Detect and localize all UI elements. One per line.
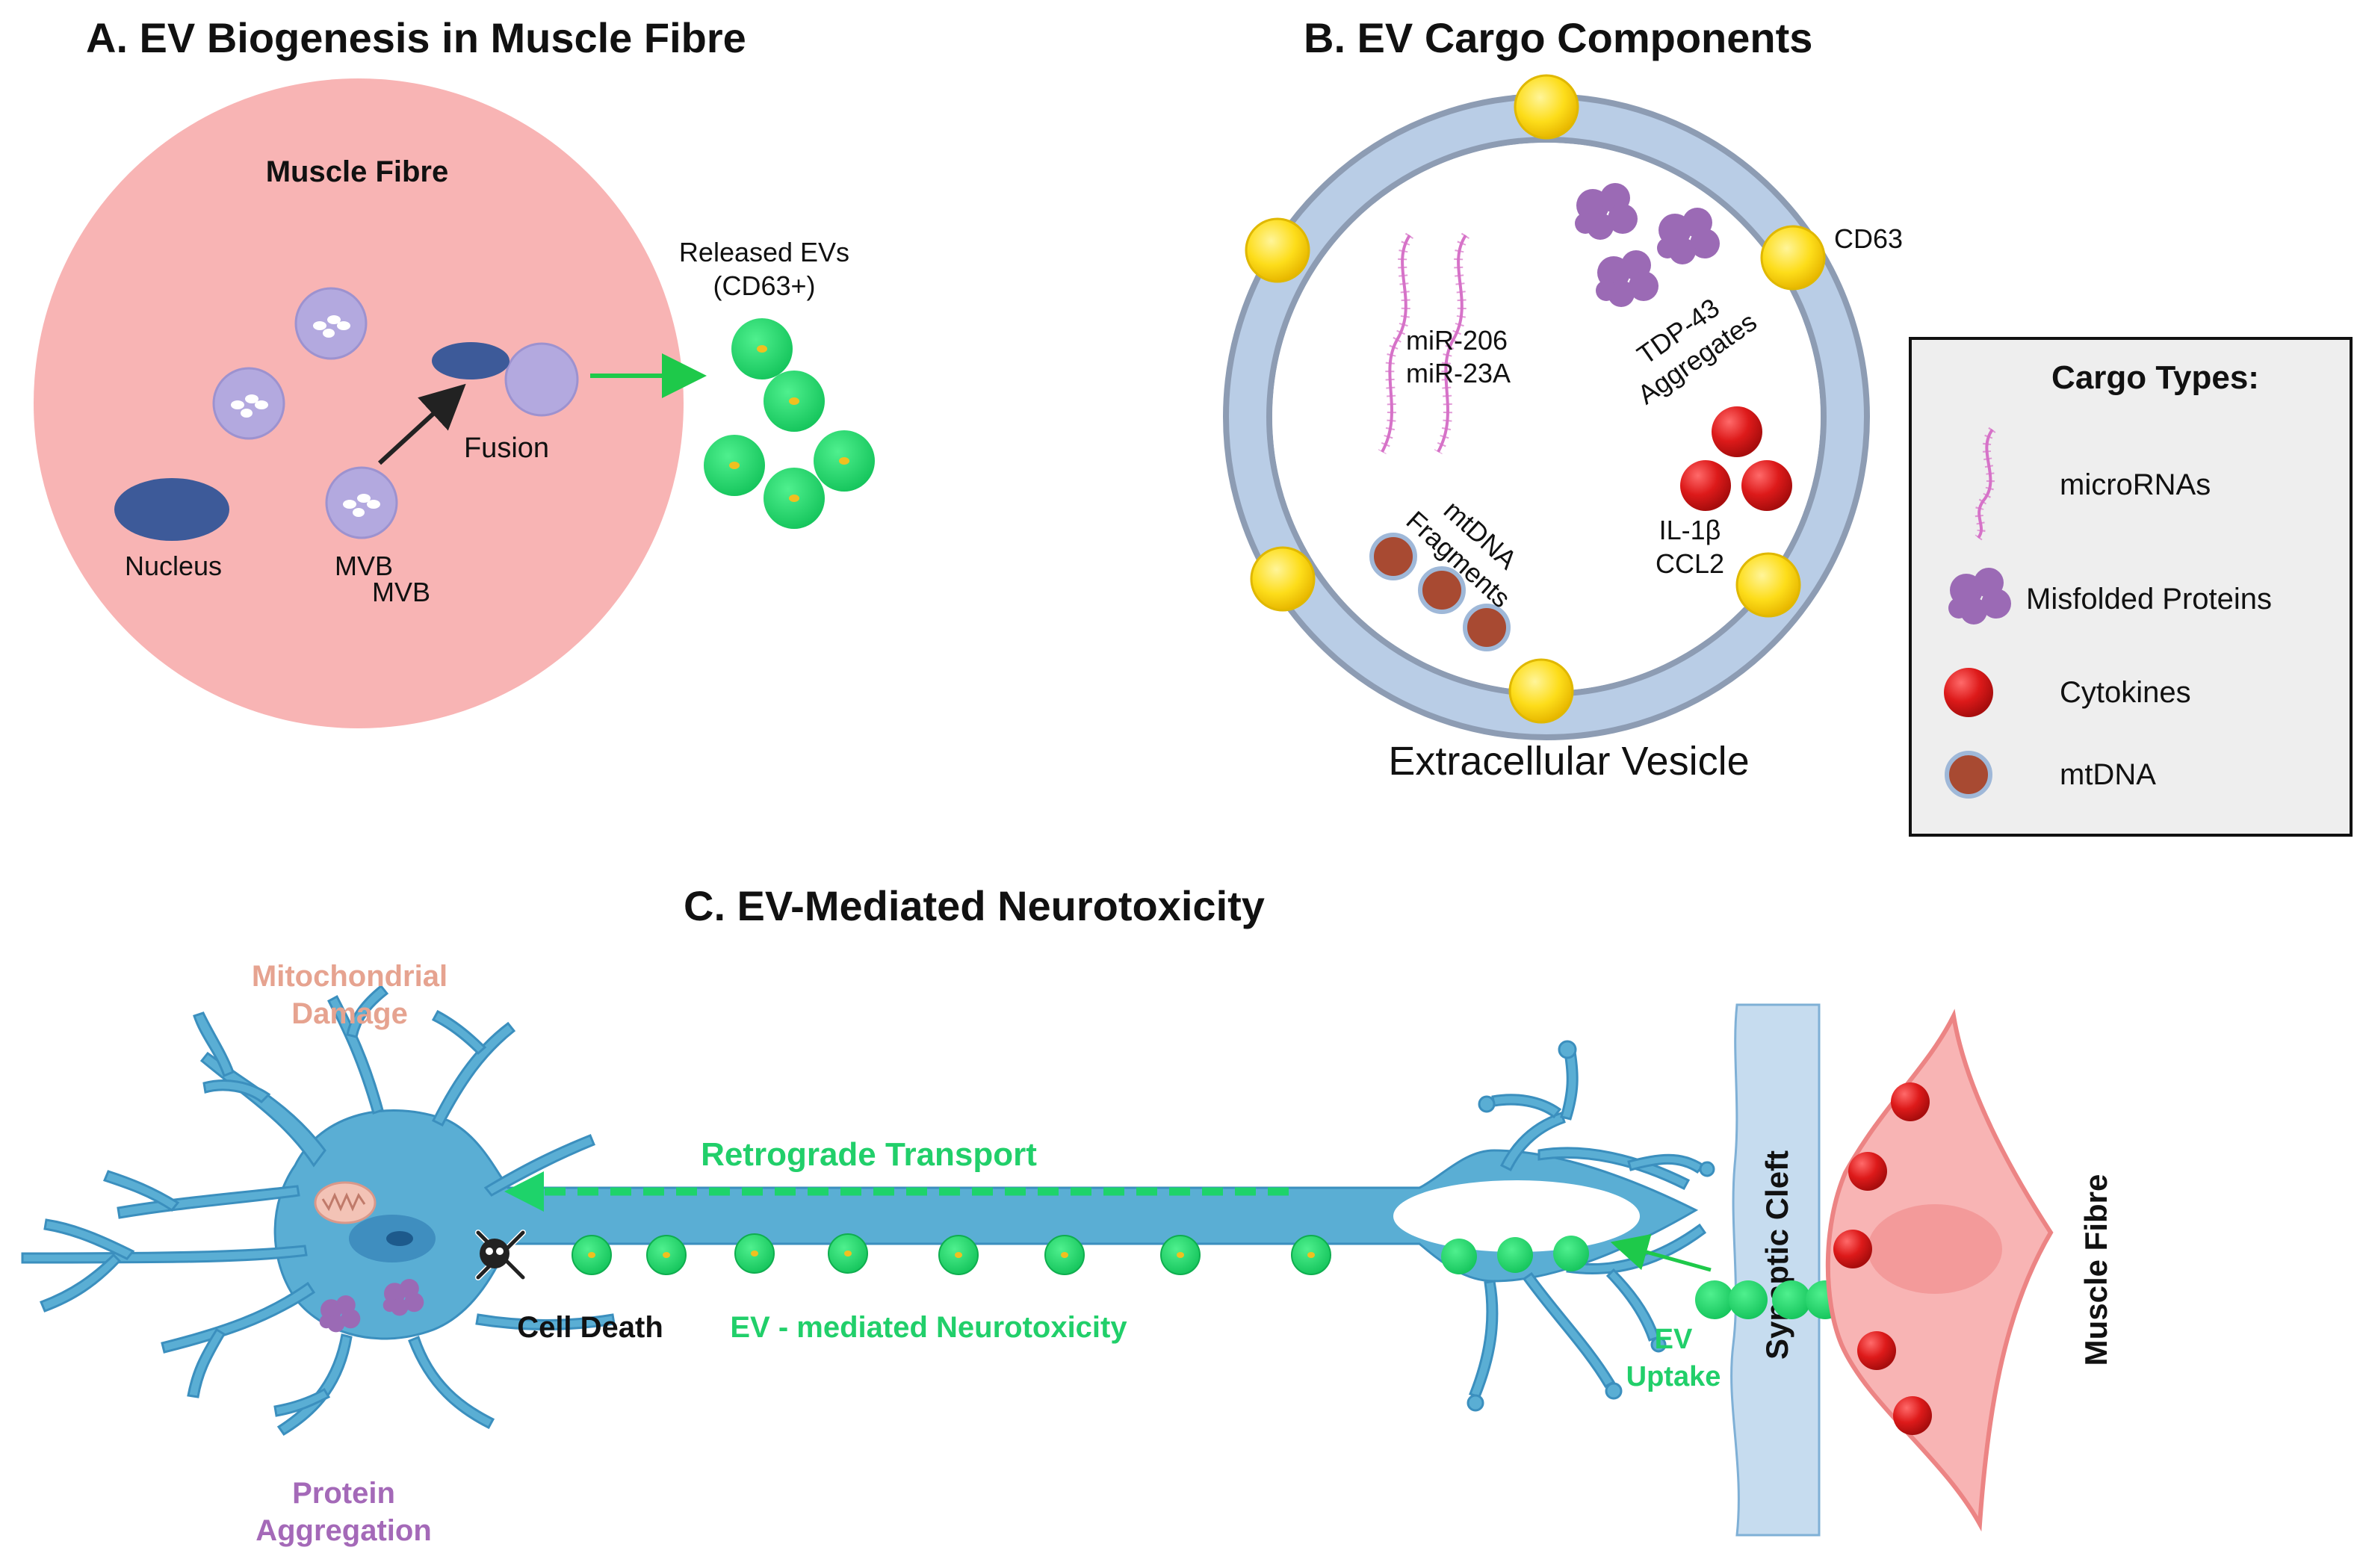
axon-ev-chain xyxy=(572,1233,1331,1275)
muscle-fibre-cell xyxy=(34,78,684,728)
ev-uptake-arrow xyxy=(1610,1233,1712,1272)
released-ev-cluster xyxy=(704,318,875,529)
mvb-vesicle xyxy=(294,287,368,360)
muscle-fibre-label: Muscle Fibre xyxy=(266,155,449,188)
cargo-legend: Cargo Types: microRNAs Misfolded Protein… xyxy=(1909,337,2353,837)
cell-death-label: Cell Death xyxy=(517,1311,663,1344)
ccl2-label: CCL2 xyxy=(1656,548,1724,579)
cytokine xyxy=(1712,406,1762,457)
cytokine xyxy=(1833,1230,1872,1268)
terminal-ev xyxy=(1497,1237,1533,1273)
cd63-protein xyxy=(1245,217,1310,283)
muscle-cytokines xyxy=(1833,1082,1932,1435)
panel-b: B. EV Cargo Components CD63 miR-206 miR-… xyxy=(1223,14,1903,784)
synapse-ev xyxy=(1772,1280,1811,1319)
legend-mirna-icon xyxy=(1975,427,1996,541)
misfolded-protein xyxy=(383,1279,424,1316)
panel-a: A. EV Biogenesis in Muscle Fibre Muscle … xyxy=(34,14,875,728)
retrograde-transport-arrowhead xyxy=(504,1171,544,1212)
cd63-markers xyxy=(1245,74,1826,724)
cytokine xyxy=(1848,1152,1887,1191)
mtdna-fragments xyxy=(1369,533,1511,651)
neuron xyxy=(21,984,1715,1437)
mirna-23a-label: miR-23A xyxy=(1406,358,1511,388)
cd63-label: CD63 xyxy=(1834,223,1903,254)
legend-protein-icon xyxy=(1948,568,2011,625)
released-evs-marker-label: (CD63+) xyxy=(713,270,815,301)
cytokine xyxy=(1680,460,1731,511)
misfolded-protein xyxy=(1575,183,1638,240)
axon-terminal-cavity xyxy=(1393,1180,1640,1252)
misfolded-protein xyxy=(1596,250,1658,307)
nucleus xyxy=(114,478,229,541)
cytokine xyxy=(1891,1082,1930,1121)
neuron-soma xyxy=(273,1109,1699,1340)
fusion-label: Fusion xyxy=(464,433,549,464)
terminal-ev-group xyxy=(1441,1236,1589,1274)
cd63-protein xyxy=(1514,74,1579,140)
legend-label-microrna: microRNAs xyxy=(2060,468,2211,501)
ev-uptake-label: EV xyxy=(1655,1324,1693,1355)
damage-label: Damage xyxy=(291,997,408,1030)
released-evs-label: Released EVs xyxy=(679,237,849,267)
mvb-vesicle xyxy=(325,466,398,539)
protein-label: Protein xyxy=(292,1477,395,1510)
synaptic-cleft xyxy=(1730,1003,1821,1537)
damaged-mitochondrion xyxy=(314,1181,377,1224)
mtdna-fragment xyxy=(1369,533,1417,580)
cytokine xyxy=(1893,1396,1932,1435)
mitochondrial-label: Mitochondrial xyxy=(252,960,447,993)
mvb-vesicle xyxy=(212,367,285,440)
legend-label-misfolded-proteins: Misfolded Proteins xyxy=(2026,583,2272,616)
extracellular-vesicle-label: Extracellular Vesicle xyxy=(1388,739,1749,784)
legend-label-cytokines: Cytokines xyxy=(2060,676,2191,709)
fusion-membrane xyxy=(432,342,510,379)
skull-crossbones-icon xyxy=(475,1230,526,1280)
cytokine-cluster xyxy=(1680,406,1792,511)
aggregation-label: Aggregation xyxy=(255,1514,432,1547)
panel-a-title: A. EV Biogenesis in Muscle Fibre xyxy=(86,14,746,61)
mvb-label: MVB xyxy=(335,551,393,581)
legend-cytokine-icon xyxy=(1944,668,1993,717)
mtdna-fragment xyxy=(1418,566,1466,614)
cytokine xyxy=(1857,1331,1896,1370)
ev-mediated-neurotoxicity-label: EV - mediated Neurotoxicity xyxy=(730,1311,1127,1344)
neuron-nucleolus xyxy=(386,1231,413,1246)
cytokine xyxy=(1741,460,1792,511)
legend-label-mtdna: mtDNA xyxy=(2060,758,2156,791)
panel-b-title: B. EV Cargo Components xyxy=(1304,14,1812,61)
mirna-206-label: miR-206 xyxy=(1406,325,1508,356)
cd63-protein xyxy=(1250,546,1316,612)
misfolded-protein xyxy=(1657,208,1720,264)
muscle-fibre-nucleus xyxy=(1868,1204,2002,1294)
misfolded-protein xyxy=(319,1295,361,1333)
mirna-strands xyxy=(1378,232,1470,454)
tdp43-aggregates xyxy=(1575,183,1720,307)
cd63-protein xyxy=(1760,225,1826,291)
uptake-label: Uptake xyxy=(1626,1361,1721,1392)
legend-mtdna-icon xyxy=(1945,751,1992,799)
panel-c: C. EV-Mediated Neurotoxicity xyxy=(21,882,2113,1547)
fusing-vesicle xyxy=(504,342,579,417)
soma-misfolded-proteins xyxy=(319,1279,424,1333)
synapse-ev xyxy=(1729,1280,1768,1319)
muscle-fibre-side-label: Muscle Fibre xyxy=(2078,1174,2113,1366)
nucleus-label: Nucleus xyxy=(125,551,222,581)
il1b-label: IL-1β xyxy=(1659,515,1721,545)
synaptic-cleft-label: Synaptic Cleft xyxy=(1759,1150,1794,1360)
mvb-label-duplicate: MVB xyxy=(372,577,430,607)
panel-c-title: C. EV-Mediated Neurotoxicity xyxy=(684,882,1265,929)
terminal-ev xyxy=(1441,1239,1477,1274)
synapse-ev-chain xyxy=(1695,1280,1882,1319)
synapse-ev xyxy=(1695,1280,1734,1319)
terminal-ev xyxy=(1553,1236,1589,1271)
legend-title: Cargo Types: xyxy=(2051,359,2259,396)
mtdna-fragment xyxy=(1463,604,1511,651)
cd63-protein xyxy=(1508,658,1574,724)
retrograde-transport-label: Retrograde Transport xyxy=(701,1136,1037,1173)
mvb-to-fusion-arrow xyxy=(377,383,466,465)
cd63-protein xyxy=(1735,552,1801,618)
